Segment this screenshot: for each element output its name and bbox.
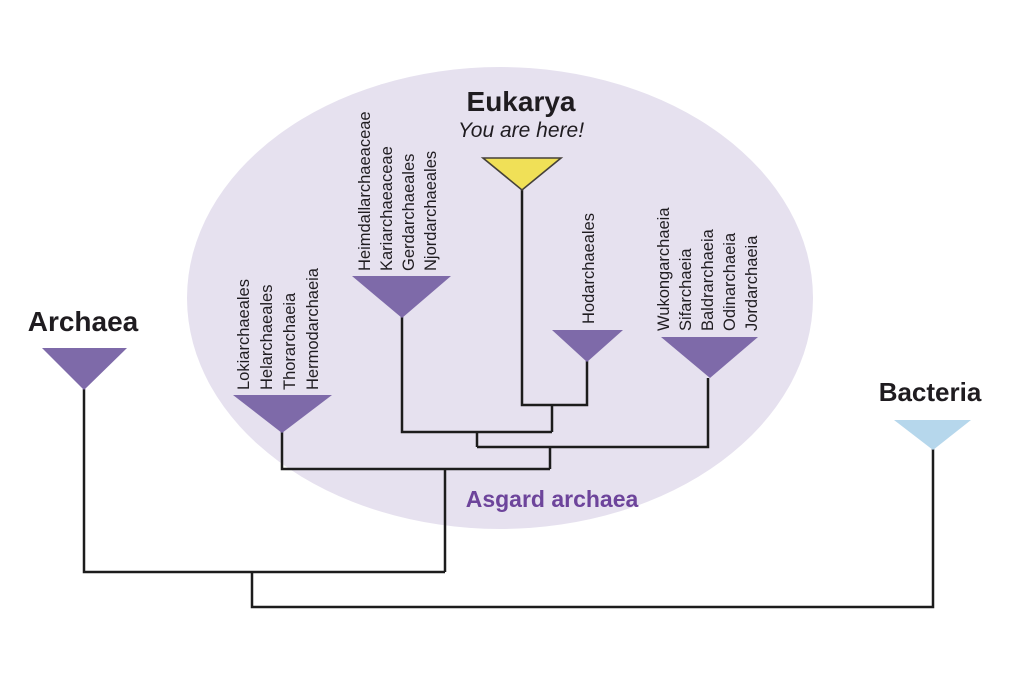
clade-triangles bbox=[42, 157, 971, 450]
bacteria-triangle bbox=[894, 420, 971, 450]
edge-heimdall-join bbox=[400, 317, 552, 434]
archaea-label: Archaea bbox=[28, 306, 139, 337]
eukarya-label: Eukarya bbox=[467, 86, 576, 117]
archaea-triangle bbox=[42, 348, 127, 390]
bacteria-label: Bacteria bbox=[879, 377, 982, 407]
clade-label-kariarchaeaceae: Kariarchaeaceae bbox=[378, 146, 396, 271]
edge-root-bacteria bbox=[250, 449, 935, 609]
loki-group-triangle bbox=[233, 395, 332, 433]
eukarya-subtitle: You are here! bbox=[458, 119, 584, 142]
clade-label-helarchaeales: Helarchaeales bbox=[258, 285, 276, 390]
heimdall-group-labels: Heimdallarchaeaceae Kariarchaeaceae Gerd… bbox=[356, 111, 440, 271]
clade-label-njordarchaeales: Njordarchaeales bbox=[422, 151, 440, 271]
clade-label-jordarchaeia: Jordarchaeia bbox=[743, 235, 761, 331]
asgard-archaea-label: Asgard archaea bbox=[466, 486, 639, 512]
edge-loki-join bbox=[280, 432, 550, 471]
wukong-group-triangle bbox=[661, 337, 758, 378]
edge-eukarya-hodarchaeales bbox=[520, 189, 589, 407]
clade-label-heimdallarchaeaceae: Heimdallarchaeaceae bbox=[356, 111, 374, 271]
clade-label-sifarchaeia: Sifarchaeia bbox=[677, 248, 695, 331]
clade-label-odinarchaeia: Odinarchaeia bbox=[721, 232, 739, 331]
asgard-ellipse bbox=[187, 67, 813, 529]
wukong-group-labels: Wukongarchaeia Sifarchaeia Baldrarchaeia… bbox=[655, 207, 761, 331]
clade-label-gerdarchaeales: Gerdarchaeales bbox=[400, 154, 418, 271]
clade-label-hodarchaeales: Hodarchaeales bbox=[580, 213, 598, 324]
clade-label-lokiarchaeales: Lokiarchaeales bbox=[235, 279, 253, 390]
loki-group-labels: Lokiarchaeales Helarchaeales Thorarchaei… bbox=[235, 267, 322, 390]
clade-label-baldrarchaeia: Baldrarchaeia bbox=[699, 228, 717, 331]
heimdall-group-triangle bbox=[352, 276, 451, 318]
clade-label-thorarchaeia: Thorarchaeia bbox=[281, 292, 299, 390]
clade-label-hermodarchaeia: Hermodarchaeia bbox=[304, 267, 322, 390]
edge-wukong-join bbox=[477, 378, 710, 449]
eukarya-triangle bbox=[480, 157, 564, 192]
clade-label-wukongarchaeia: Wukongarchaeia bbox=[655, 207, 673, 331]
hodarchaeales-triangle bbox=[552, 330, 623, 362]
edge-archaea-join bbox=[82, 389, 445, 574]
hodarchaeales-labels: Hodarchaeales bbox=[580, 213, 598, 324]
tree-edges bbox=[82, 189, 935, 609]
